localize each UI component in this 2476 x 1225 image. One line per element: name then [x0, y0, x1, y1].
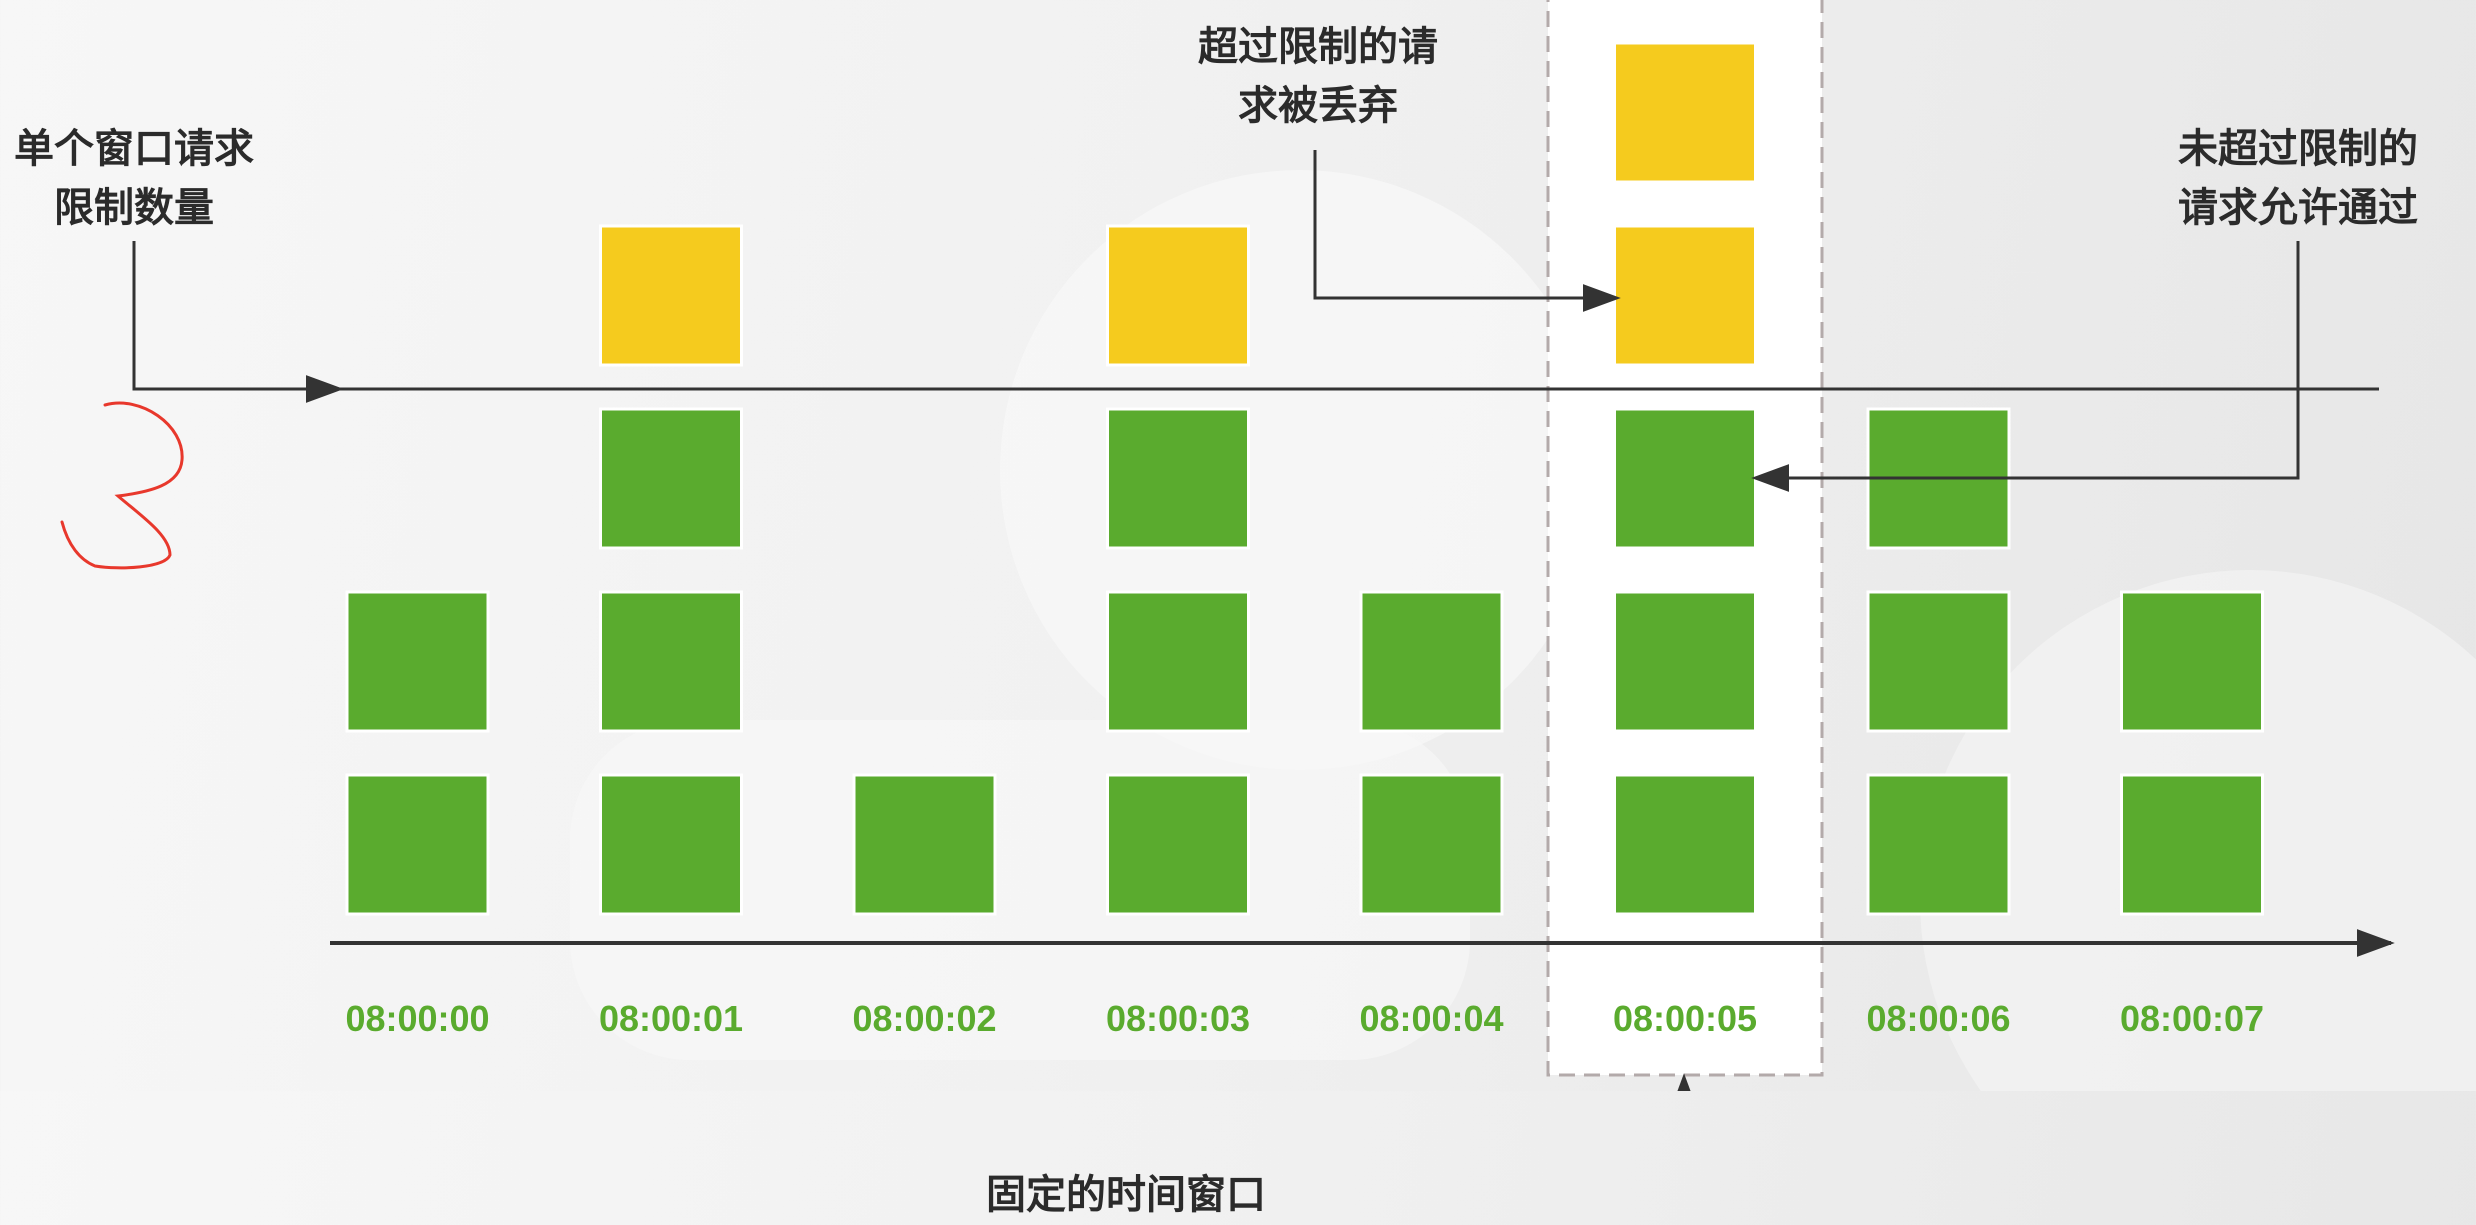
allowed-request-block	[345, 773, 490, 916]
dropped-request-block	[1106, 224, 1250, 367]
handwritten-annotation-3	[60, 401, 184, 570]
time-label: 08:00:00	[345, 998, 489, 1039]
dropped-note-line: 求被丢弃	[1238, 83, 1398, 129]
allowed-note-connector-arrow	[1751, 241, 2300, 492]
window-note-connector-arrow	[1670, 1073, 1698, 1091]
allowed-request-block	[1359, 590, 1504, 733]
allowed-note: 未超过限制的 请求允许通过	[2163, 120, 2433, 238]
dropped-request-block	[599, 224, 743, 367]
allowed-request-block	[2120, 773, 2264, 916]
fixed-window-diagram: 08:00:00 08:00:01 08:00:02 08:00:03 08:00:04…	[60, 0, 2395, 1091]
allowed-request-block	[1613, 773, 1757, 916]
window-note: 固定的时间窗口	[986, 1172, 1266, 1218]
limit-note-line: 单个窗口请求	[14, 126, 254, 172]
limit-note-line: 限制数量	[54, 185, 214, 231]
time-label: 08:00:05	[1613, 998, 1757, 1039]
allowed-request-block	[345, 590, 490, 733]
allowed-request-block	[1613, 407, 1757, 550]
allowed-request-block	[1866, 773, 2011, 916]
dropped-note-connector-arrow	[1313, 150, 1621, 312]
dropped-note: 超过限制的请 求被丢弃	[1183, 18, 1453, 136]
dropped-note-line: 超过限制的请	[1198, 24, 1438, 70]
allowed-request-block	[1359, 773, 1504, 916]
time-label: 08:00:06	[1866, 998, 2010, 1039]
time-label: 08:00:07	[2120, 998, 2264, 1039]
allowed-request-block	[599, 773, 743, 916]
dropped-request-block	[1613, 224, 1757, 367]
time-label: 08:00:01	[599, 998, 743, 1039]
background-shape	[1000, 170, 1600, 770]
limit-note: 单个窗口请求 限制数量	[4, 120, 264, 238]
allowed-note-line: 请求允许通过	[2178, 185, 2418, 231]
time-label: 08:00:04	[1359, 998, 1503, 1039]
allowed-request-block	[1106, 773, 1250, 916]
allowed-note-line: 未超过限制的	[2178, 126, 2418, 172]
allowed-request-block	[599, 407, 743, 550]
allowed-request-block	[1106, 407, 1250, 550]
allowed-request-block	[2120, 590, 2264, 733]
allowed-request-block	[852, 773, 997, 916]
allowed-request-block	[1866, 590, 2011, 733]
limit-note-connector-arrow	[132, 241, 344, 403]
allowed-request-block	[599, 590, 743, 733]
allowed-request-block	[1613, 590, 1757, 733]
allowed-request-block	[1106, 590, 1250, 733]
dropped-request-block	[1613, 41, 1757, 184]
time-label: 08:00:03	[1106, 998, 1250, 1039]
time-label: 08:00:02	[852, 998, 996, 1039]
